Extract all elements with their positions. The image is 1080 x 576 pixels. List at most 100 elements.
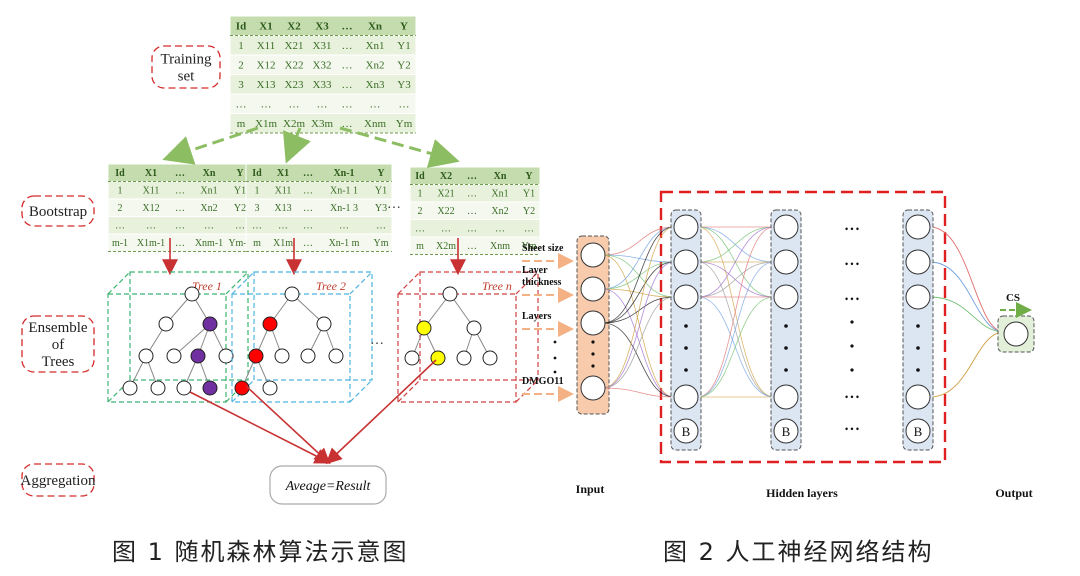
- tree-node: [274, 348, 290, 364]
- tree-2: Tree 2: [231, 271, 373, 403]
- tree-node: [218, 348, 234, 364]
- input-title: Input: [576, 482, 605, 496]
- decision-path-node: [234, 380, 250, 396]
- hidden-node: [773, 284, 799, 310]
- table-cell: X12: [142, 203, 159, 214]
- output-title: Output: [995, 486, 1032, 500]
- table-cell: X2m: [436, 241, 456, 252]
- table-cell: Xn-1 1: [330, 185, 358, 196]
- tree-node: [300, 348, 316, 364]
- input-node: [580, 375, 606, 401]
- table-cell: …: [399, 98, 410, 110]
- table-cell: X1: [259, 20, 272, 32]
- connection-line: [697, 226, 775, 263]
- table-cell: 3: [255, 203, 260, 214]
- tree-3: Tree n: [397, 271, 539, 403]
- table-cell: …: [342, 118, 353, 130]
- flow-arrow-1: [162, 126, 259, 165]
- tree-box-back: [129, 271, 249, 381]
- hidden-layer-column: [902, 209, 934, 451]
- hidden-node: [673, 214, 699, 240]
- connection-line: [602, 226, 675, 290]
- tree-box-edge: [349, 271, 373, 295]
- table-cell: …: [467, 241, 477, 252]
- table-cell: Xn2: [366, 59, 385, 71]
- bias-node: [673, 418, 699, 444]
- table-cell: m: [253, 238, 261, 249]
- table-cell: …: [146, 220, 156, 231]
- table-cell: …: [175, 220, 185, 231]
- table-cell: X23: [285, 79, 304, 91]
- table-cell: 3: [238, 79, 244, 91]
- connection-line: [602, 261, 675, 389]
- connection-line: [602, 288, 675, 398]
- hidden-gap-ellipsis: • • •: [845, 224, 859, 234]
- tree-label: Tree n: [482, 279, 512, 293]
- connection-line: [929, 331, 1005, 398]
- table-cell: …: [467, 223, 477, 234]
- table-cell: …: [415, 223, 425, 234]
- hidden-node: [905, 384, 931, 410]
- hidden-gap-dot: [850, 344, 854, 348]
- table-cell: Y: [236, 168, 244, 179]
- table-cell: Xn1: [491, 188, 508, 199]
- table-cell: Y3: [375, 203, 387, 214]
- table-cell: Xn2: [491, 206, 508, 217]
- table-cell: …: [524, 223, 534, 234]
- tree-box-edge: [397, 379, 421, 403]
- hidden-gap-ellipsis: • • •: [845, 259, 859, 269]
- table-cell: X11: [275, 185, 292, 196]
- stage-label-frame: [21, 315, 95, 373]
- table-cell: …: [317, 98, 328, 110]
- figure-2-caption: 图 2 人工神经网络结构: [663, 538, 934, 566]
- connection-line: [697, 261, 775, 398]
- table-cell: …: [236, 98, 247, 110]
- tree-node: [138, 348, 154, 364]
- connection-line: [697, 261, 775, 398]
- hidden-gap-dot: [850, 368, 854, 372]
- hidden-gap-ellipsis: • • •: [845, 392, 859, 402]
- table-cell: 2: [238, 59, 244, 71]
- table-cell: Y2: [523, 206, 535, 217]
- decision-path-node: [248, 348, 264, 364]
- decision-path-node: [202, 316, 218, 332]
- table-cell: X3: [315, 20, 329, 32]
- hidden-gap-ellipsis: • • •: [845, 294, 859, 304]
- table-cell: X13: [257, 79, 276, 91]
- table-cell: …: [303, 220, 313, 231]
- tree-node: [328, 348, 344, 364]
- table-cell: X22: [285, 59, 304, 71]
- table-cell: Xn-1 3: [330, 203, 358, 214]
- table-cell: …: [467, 206, 477, 217]
- table-cell: …: [261, 98, 272, 110]
- table-cell: m-1: [112, 238, 128, 249]
- tree-label: Tree 2: [316, 279, 346, 293]
- tree-node: [176, 380, 192, 396]
- table-cell: X13: [274, 203, 291, 214]
- table-cell: Xn-1: [333, 168, 354, 179]
- hidden-ellipsis-dot: [684, 324, 688, 328]
- bootstrap-ellipsis: …: [387, 197, 401, 212]
- hidden-node: [673, 249, 699, 275]
- table-cell: Y: [525, 171, 533, 182]
- table-cell: m: [237, 118, 246, 130]
- input-label-dot: [553, 340, 557, 344]
- connection-line: [929, 296, 1005, 333]
- input-label: Layers: [522, 311, 552, 322]
- bias-label: B: [682, 424, 691, 439]
- table-cell: Id: [415, 171, 425, 182]
- tree-node: [166, 348, 182, 364]
- tree-box-back: [419, 271, 539, 381]
- table-cell: X1: [145, 168, 157, 179]
- tree-edge: [173, 323, 211, 357]
- table-cell: Xnm: [490, 241, 510, 252]
- hidden-ellipsis-dot: [684, 368, 688, 372]
- table-cell: Xn: [203, 168, 216, 179]
- figure-1-caption: 图 1 随机森林算法示意图: [112, 538, 409, 566]
- stage-label-frame: [151, 45, 221, 89]
- result-label: Aveage=Result: [285, 479, 372, 494]
- table-cell: 2: [118, 203, 123, 214]
- input-label-dot: [553, 370, 557, 374]
